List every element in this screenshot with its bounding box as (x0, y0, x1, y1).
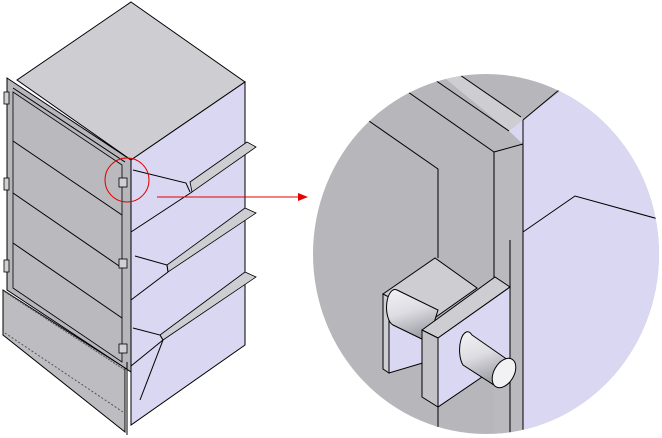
hinge-icon (3, 91, 10, 105)
detail-top-strip (435, 74, 523, 144)
arrowhead-icon (298, 193, 308, 201)
hinge-icons (3, 91, 128, 354)
detail-view (313, 74, 659, 434)
shelf-ledges (130, 141, 257, 401)
detail-lavender-face (523, 74, 659, 434)
hinge-front-plate-side (421, 329, 439, 408)
hinge-icon (118, 258, 128, 269)
cabinet-base-panel (2, 289, 126, 434)
hinge-icon (118, 177, 128, 188)
hinge-icon (3, 259, 10, 273)
cabinet (2, 1, 257, 435)
callout-circle (104, 157, 150, 203)
hinge-detail (382, 257, 517, 434)
hinge-icon (118, 343, 128, 354)
hinge-pin-end (491, 357, 517, 389)
hinge-icon (3, 177, 10, 191)
